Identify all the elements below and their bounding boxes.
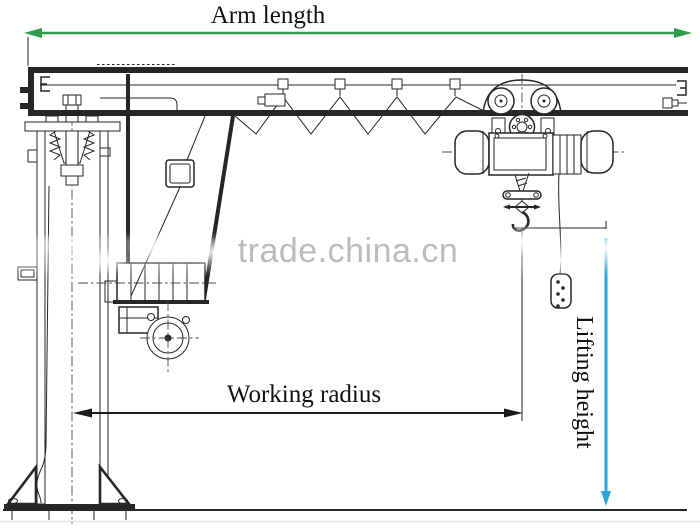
watermark-text: trade.china.cn (237, 232, 459, 270)
festoon-cable (100, 78, 491, 135)
arm-length-label: Arm length (210, 2, 326, 29)
electric-hoist (442, 130, 625, 176)
slewing-drive-motor (118, 301, 199, 374)
cable-collector-box (264, 93, 286, 107)
beam-right-bracket (677, 80, 687, 96)
slewing-bearing (24, 94, 121, 186)
hook-block (502, 172, 542, 232)
beam-left-bracket (40, 76, 50, 92)
lifting-height-label: Lifting height (571, 316, 597, 449)
slewing-frame (78, 74, 235, 304)
column (17, 130, 111, 505)
arm-length-dimension (24, 28, 692, 66)
column-base (4, 463, 135, 520)
cable-trolleys (277, 78, 461, 96)
ground-line (0, 509, 700, 523)
hoist-motor (580, 130, 614, 174)
jib-arm-beam (20, 64, 688, 116)
pendant-control (550, 173, 572, 309)
working-radius-label: Working radius (226, 381, 382, 408)
internal-cable (36, 185, 50, 504)
